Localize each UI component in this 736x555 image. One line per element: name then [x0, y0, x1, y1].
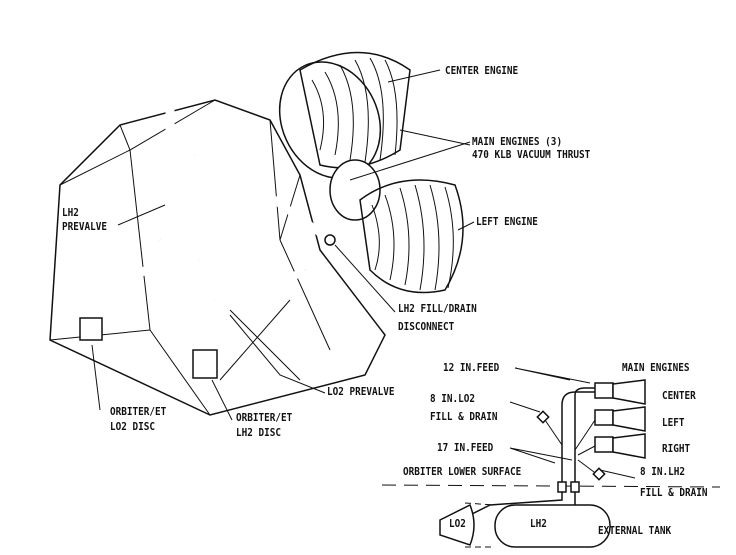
label-lo2-fill-drain: FILL & DRAIN [430, 410, 498, 423]
label-center-engine: CENTER ENGINE [445, 64, 519, 77]
label-left: LEFT [662, 416, 685, 429]
label-8in-lh2: 8 IN.LH2 [640, 465, 686, 478]
inset-engines [594, 379, 646, 459]
label-lh2-tank: LH2 [530, 517, 547, 530]
center-engine-bell [278, 51, 411, 179]
label-lh2-disc-2: LH2 DISC [236, 426, 282, 439]
right-engine-bell [329, 159, 381, 221]
label-12in-feed: 12 IN.FEED [443, 361, 500, 374]
label-orbiter-lower-surface: ORBITER LOWER SURFACE [403, 465, 522, 478]
label-17in-feed: 17 IN.FEED [437, 441, 494, 454]
label-lh2-prevalve-1: LH2 [62, 206, 79, 219]
label-lo2-disc-1: ORBITER/ET [110, 405, 167, 418]
label-main-engines: MAIN ENGINES (3) [472, 135, 563, 148]
feedline-plumbing [79, 110, 336, 381]
label-lh2-fill-drain-2: DISCONNECT [398, 320, 455, 333]
label-vacuum-thrust: 470 KLB VACUUM THRUST [472, 148, 591, 161]
label-left-engine: LEFT ENGINE [476, 215, 538, 228]
label-lo2-disc-2: LO2 DISC [110, 420, 156, 433]
label-lo2-prevalve: LO2 PREVALVE [327, 385, 395, 398]
label-lo2-tank: LO2 [449, 517, 466, 530]
label-main-engines-inset: MAIN ENGINES [622, 361, 690, 374]
label-external-tank: EXTERNAL TANK [598, 524, 672, 537]
inset-schematic [381, 367, 721, 548]
aft-compartment-housing [49, 99, 386, 416]
label-right: RIGHT [662, 442, 691, 455]
leader-lines [91, 69, 475, 421]
label-lh2-fill-drain-1: LH2 FILL/DRAIN [398, 302, 477, 315]
label-center: CENTER [662, 389, 696, 402]
left-engine-bell [359, 179, 464, 294]
label-8in-lo2: 8 IN.LO2 [430, 392, 476, 405]
label-lh2-disc-1: ORBITER/ET [236, 411, 293, 424]
label-lh2-fill-drain: FILL & DRAIN [640, 486, 708, 499]
label-lh2-prevalve-2: PREVALVE [62, 220, 108, 233]
